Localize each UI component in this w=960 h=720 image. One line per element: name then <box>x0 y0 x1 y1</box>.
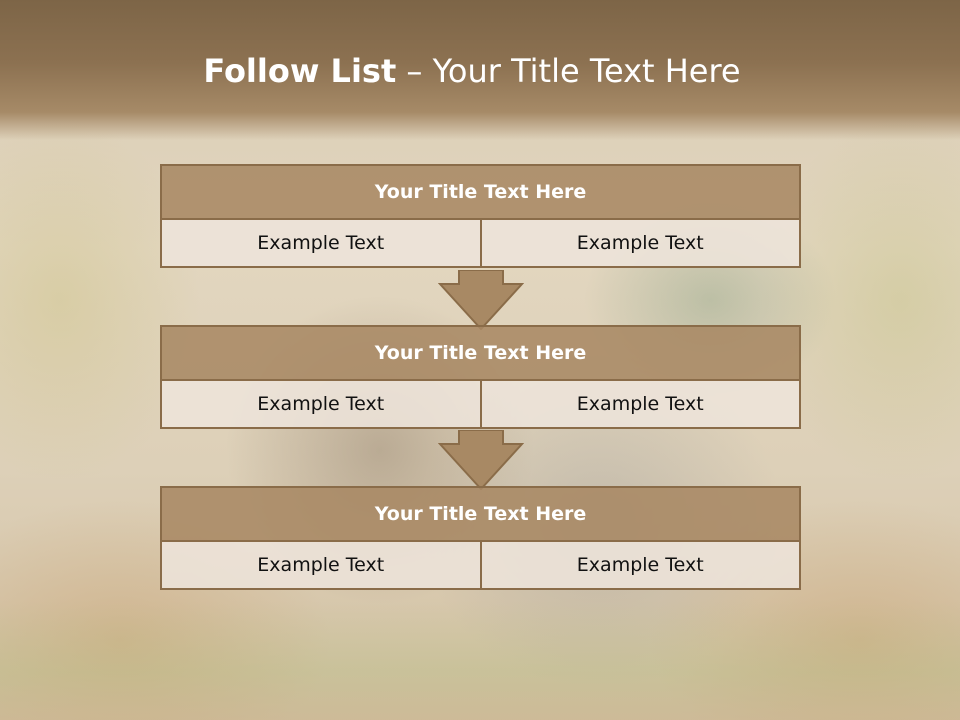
block-cell-right: Example Text <box>479 379 801 429</box>
block-cell-right: Example Text <box>479 218 801 268</box>
list-block-3: Your Title Text Here Example Text Exampl… <box>160 486 801 590</box>
slide-title: Follow List – Your Title Text Here <box>0 52 944 90</box>
down-arrow-icon <box>438 430 524 490</box>
block-title: Your Title Text Here <box>160 486 801 542</box>
title-rest: – Your Title Text Here <box>396 52 741 90</box>
block-row: Example Text Example Text <box>160 218 801 268</box>
title-bar <box>0 0 960 140</box>
block-row: Example Text Example Text <box>160 379 801 429</box>
block-cell-left: Example Text <box>160 540 482 590</box>
block-row: Example Text Example Text <box>160 540 801 590</box>
block-cell-left: Example Text <box>160 379 482 429</box>
down-arrow-icon <box>438 270 524 330</box>
list-block-2: Your Title Text Here Example Text Exampl… <box>160 325 801 429</box>
title-bold: Follow List <box>203 52 397 90</box>
block-cell-right: Example Text <box>479 540 801 590</box>
block-cell-left: Example Text <box>160 218 482 268</box>
block-title: Your Title Text Here <box>160 164 801 220</box>
background-photo <box>0 600 960 720</box>
block-title: Your Title Text Here <box>160 325 801 381</box>
list-block-1: Your Title Text Here Example Text Exampl… <box>160 164 801 268</box>
